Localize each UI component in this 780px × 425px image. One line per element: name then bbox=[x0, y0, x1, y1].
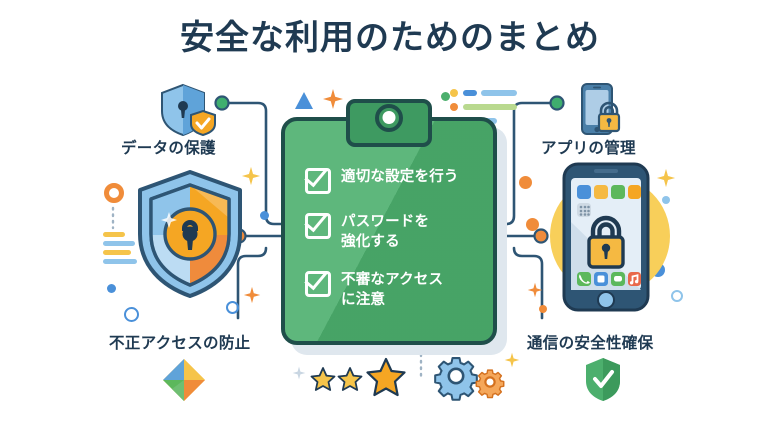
clipboard-shading bbox=[285, 121, 493, 341]
checklist-items: 適切な設定を行う パスワードを 強化する 不審なアクセス に注意 bbox=[285, 162, 493, 328]
dot-decoration-2 bbox=[526, 218, 539, 231]
checklist-item-label: パスワードを 強化する bbox=[341, 214, 430, 250]
dot-decoration-6 bbox=[662, 196, 670, 204]
smartphone-lock-illustration bbox=[536, 162, 676, 312]
dot-decoration-8 bbox=[441, 92, 450, 101]
list-lines-icon-left bbox=[103, 232, 137, 264]
checkbox-checked-icon[interactable] bbox=[304, 265, 331, 297]
smartphone-lock-icon-small bbox=[581, 83, 621, 135]
clipboard-clip-hole bbox=[382, 111, 396, 124]
checklist-item[interactable]: 適切な設定を行う bbox=[285, 162, 493, 194]
diamond-icon bbox=[163, 359, 205, 401]
checklist-item[interactable]: 不審なアクセス に注意 bbox=[285, 265, 493, 310]
shield-lock-icon bbox=[138, 170, 242, 298]
clipboard-checklist: 適切な設定を行う パスワードを 強化する 不審なアクセス に注意 bbox=[281, 99, 507, 355]
ring-decoration-left bbox=[104, 183, 124, 203]
shield-check-icon bbox=[586, 358, 620, 401]
checklist-item-label: 適切な設定を行う bbox=[341, 169, 459, 185]
label-data-protection: データの保護 bbox=[121, 140, 216, 157]
ring-decoration-right bbox=[671, 290, 683, 302]
sparkle-icon-shield-lower bbox=[243, 286, 261, 304]
sparkle-icon-top-left bbox=[295, 92, 313, 109]
checklist-item-label: 不審なアクセス に注意 bbox=[341, 272, 444, 308]
dot-decoration-1 bbox=[260, 211, 269, 220]
stars-icon bbox=[310, 357, 406, 397]
dot-decoration-7 bbox=[519, 176, 532, 189]
label-app-management: アプリの管理 bbox=[541, 140, 636, 157]
smartphone-lock-icon bbox=[562, 162, 650, 312]
sparkle-icon-right-upper bbox=[656, 168, 676, 188]
dot-decoration-4 bbox=[107, 284, 116, 293]
sparkle-icon-right-lower bbox=[527, 282, 543, 298]
checkbox-checked-icon[interactable] bbox=[304, 162, 331, 194]
ring-decoration-bottom-left bbox=[124, 307, 139, 322]
shield-lock-badge-icon bbox=[161, 83, 216, 136]
clipboard-board: 適切な設定を行う パスワードを 強化する 不審なアクセス に注意 bbox=[281, 117, 497, 345]
sparkle-icon-clipboard-left bbox=[323, 89, 343, 109]
checkbox-checked-icon[interactable] bbox=[304, 207, 331, 239]
sparkle-icon-stars-left bbox=[292, 366, 306, 380]
dot-decoration-3 bbox=[539, 305, 547, 313]
gears-icon bbox=[434, 357, 505, 401]
clipboard-clip-knob bbox=[375, 104, 403, 132]
page-title: 安全な利用のためのまとめ bbox=[180, 19, 600, 57]
label-unauthorized-access-prevention: 不正アクセスの防止 bbox=[109, 335, 251, 352]
sparkle-icon-shield-upper bbox=[241, 166, 261, 186]
checklist-item[interactable]: パスワードを 強化する bbox=[285, 207, 493, 252]
label-communication-security: 通信の安全性確保 bbox=[527, 335, 654, 352]
sparkle-icon-gears-right bbox=[504, 352, 520, 368]
ring-decoration-mid bbox=[226, 301, 239, 314]
